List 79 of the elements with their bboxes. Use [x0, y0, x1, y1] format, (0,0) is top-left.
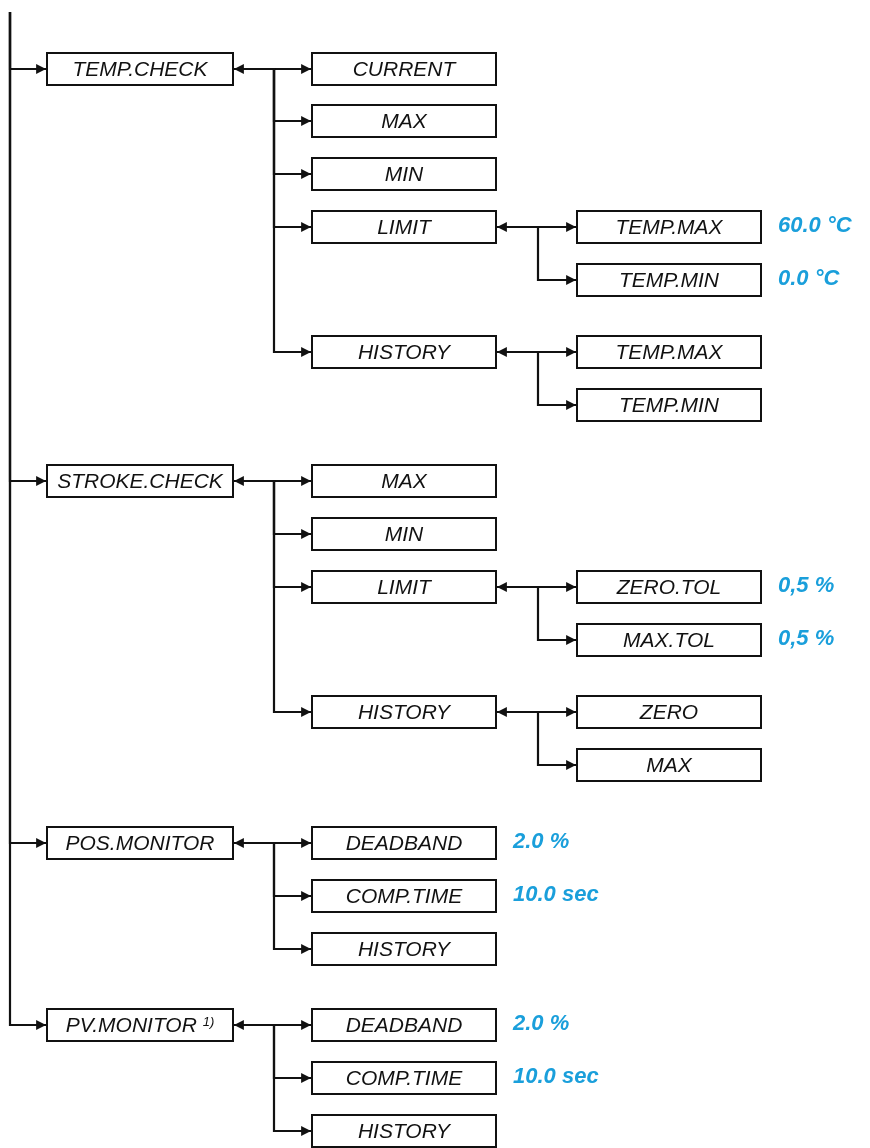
menu-box [311, 1061, 497, 1095]
menu-box [311, 52, 497, 86]
arrow [234, 67, 311, 357]
arrow [497, 350, 576, 410]
arrow [234, 479, 311, 717]
menu-box [46, 464, 234, 498]
value-text: 0,5 % [778, 572, 835, 598]
menu-item-label: MAX [381, 109, 427, 133]
arrow [497, 225, 576, 285]
menu-item-label: HISTORY [357, 340, 451, 364]
menu-box [46, 1008, 234, 1042]
arrow [497, 707, 576, 717]
value-text: 10.0 sec [513, 1063, 599, 1089]
arrow [497, 585, 576, 645]
menu-item-label: HISTORY [357, 1119, 451, 1143]
arrow [497, 347, 576, 357]
menu-item-label: LIMIT [377, 215, 431, 239]
menu-box [311, 932, 497, 966]
menu-item-label: DEADBAND [345, 1013, 463, 1037]
menu-item-label: TEMP.CHECK [72, 57, 208, 81]
menu-box [311, 570, 497, 604]
menu-item-label: CURRENT [352, 57, 456, 81]
value-text: 2.0 % [513, 828, 570, 854]
menu-box [576, 623, 762, 657]
value-text: 0.0 °C [778, 265, 840, 291]
menu-item-label: LIMIT [377, 575, 431, 599]
arrow [234, 1023, 311, 1136]
menu-box [46, 826, 234, 860]
arrow [234, 64, 311, 74]
menu-box [311, 826, 497, 860]
value-text: 10.0 sec [513, 881, 599, 907]
menu-item-label: HISTORY [357, 700, 451, 724]
menu-item-label: POS.MONITOR [65, 831, 215, 855]
menu-box [576, 748, 762, 782]
menu-item-label: TEMP.MIN [619, 268, 719, 292]
menu-box [576, 570, 762, 604]
arrow [497, 710, 576, 770]
menu-box [576, 210, 762, 244]
menu-item-label: MAX [381, 469, 427, 493]
arrow [234, 838, 311, 848]
menu-item-label: TEMP.MIN [619, 393, 719, 417]
menu-box [576, 263, 762, 297]
arrow [497, 582, 576, 592]
menu-item-label: MAX.TOL [623, 628, 715, 652]
menu-item-label: MAX [646, 753, 692, 777]
menu-item-label: COMP.TIME [345, 1066, 463, 1090]
menu-box [311, 1114, 497, 1148]
arrow [234, 841, 311, 954]
value-text: 60.0 °C [778, 212, 852, 238]
arrow [8, 12, 46, 1030]
menu-item-label: ZERO [639, 700, 699, 724]
menu-item-label: ZERO.TOL [616, 575, 722, 599]
menu-box [576, 695, 762, 729]
value-text: 2.0 % [513, 1010, 570, 1036]
menu-item-label: TEMP.MAX [615, 340, 723, 364]
menu-item-label: MIN [384, 522, 424, 546]
menu-item-label: PV.MONITOR $^{1)}$ [65, 1013, 215, 1037]
menu-box [46, 52, 234, 86]
menu-box [311, 517, 497, 551]
menu-item-label: COMP.TIME [345, 884, 463, 908]
menu-box [311, 335, 497, 369]
menu-item-label: STROKE.CHECK [57, 469, 223, 493]
menu-box [311, 464, 497, 498]
menu-item-label: MIN [384, 162, 424, 186]
arrow [497, 222, 576, 232]
arrow [234, 1020, 311, 1030]
menu-box [576, 388, 762, 422]
menu-item-label: TEMP.MAX [615, 215, 723, 239]
menu-item-label: DEADBAND [345, 831, 463, 855]
menu-box [311, 210, 497, 244]
menu-box [311, 1008, 497, 1042]
menu-item-label: HISTORY [357, 937, 451, 961]
menu-box [311, 879, 497, 913]
menu-box [311, 157, 497, 191]
value-text: 0,5 % [778, 625, 835, 651]
arrow [234, 476, 311, 486]
menu-box [311, 695, 497, 729]
menu-box [576, 335, 762, 369]
menu-box [311, 104, 497, 138]
